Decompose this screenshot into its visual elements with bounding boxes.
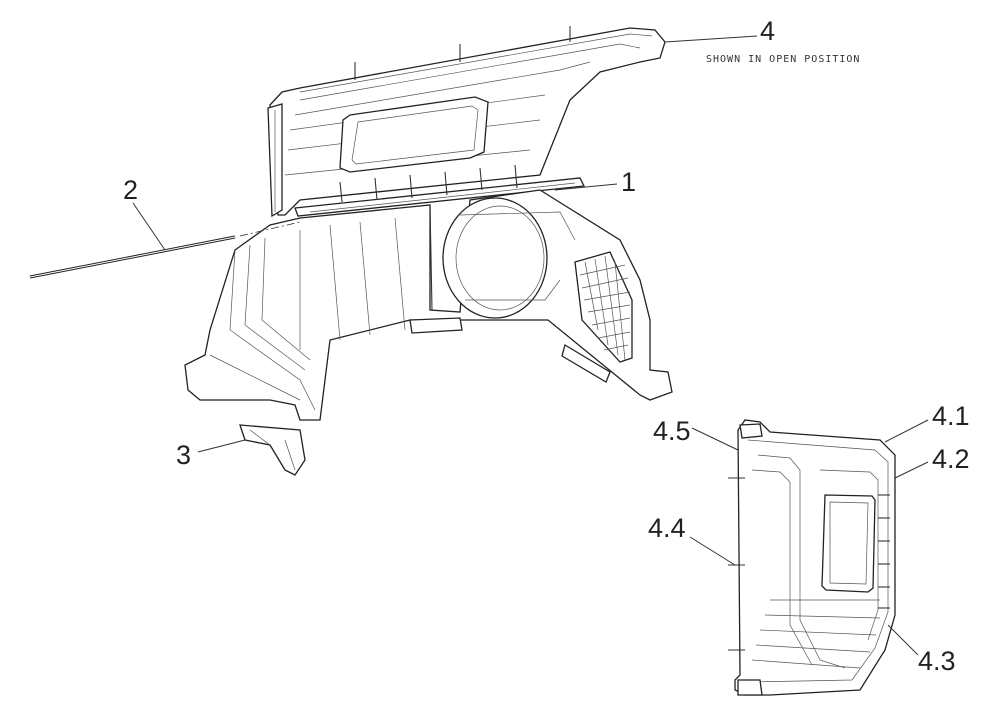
callout-4-1: 4.1 bbox=[932, 401, 970, 431]
lid-detail-view bbox=[728, 419, 896, 696]
open-position-note: SHOWN IN OPEN POSITION bbox=[706, 54, 860, 65]
lid-part-4 bbox=[267, 26, 666, 218]
mesh-grille bbox=[574, 251, 633, 363]
hinge-rod-part-2 bbox=[29, 221, 301, 279]
callout-4-3: 4.3 bbox=[918, 646, 956, 676]
callout-1: 1 bbox=[621, 167, 636, 197]
callout-4-5: 4.5 bbox=[653, 416, 691, 446]
catcher-frame-part-1 bbox=[184, 189, 673, 476]
grass-catcher-assembly bbox=[184, 26, 673, 476]
callout-4: 4 bbox=[760, 16, 775, 46]
leader-lines bbox=[132, 35, 929, 656]
callout-3: 3 bbox=[176, 440, 191, 470]
callout-2: 2 bbox=[123, 175, 138, 205]
callout-4-2: 4.2 bbox=[932, 444, 970, 474]
callout-4-4: 4.4 bbox=[648, 513, 686, 543]
